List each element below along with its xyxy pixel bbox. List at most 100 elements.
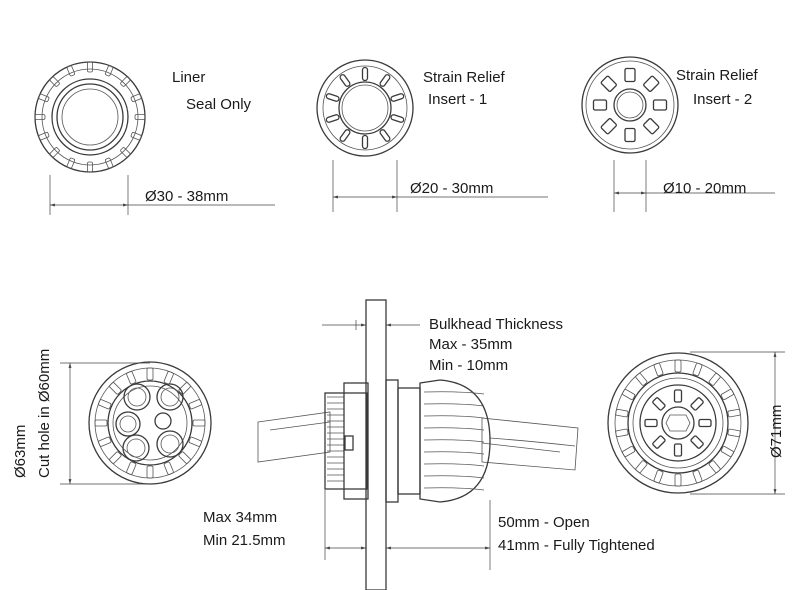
cap-rib bbox=[423, 451, 485, 455]
cap-rib bbox=[423, 463, 485, 467]
rear-inner-slots bbox=[644, 389, 712, 457]
front-view-slot bbox=[146, 465, 154, 479]
rear-outer-slot bbox=[708, 373, 721, 386]
front-view-slot bbox=[109, 451, 122, 464]
liner-slot bbox=[104, 157, 114, 169]
liner-drawing bbox=[34, 61, 146, 173]
strain-relief-2-slot bbox=[624, 127, 636, 143]
liner-slot bbox=[130, 93, 142, 103]
rear-inner-slot bbox=[673, 389, 683, 403]
rear-outer-slot bbox=[674, 473, 682, 487]
rear-outer-slot bbox=[727, 428, 741, 438]
front-view-slot bbox=[94, 419, 108, 427]
strain-relief-2-slot bbox=[643, 118, 660, 135]
nut-threads bbox=[327, 396, 344, 482]
rear-view-dimension bbox=[690, 351, 785, 495]
liner-slot bbox=[66, 65, 76, 77]
rear-inner-slot bbox=[690, 397, 704, 411]
front-view-dimension bbox=[60, 362, 150, 485]
liner-slot bbox=[66, 157, 76, 169]
bulkhead-title: Bulkhead Thickness bbox=[429, 316, 563, 333]
liner-slot bbox=[34, 114, 46, 120]
length-max-label: Max 34mm bbox=[203, 509, 277, 526]
liner-slot bbox=[130, 131, 142, 141]
outer-diameter-label: Ø63mm bbox=[12, 425, 29, 478]
cap-ribs bbox=[423, 391, 485, 491]
liner-slot bbox=[104, 65, 114, 77]
liner-label: Liner bbox=[172, 69, 205, 86]
bulkhead-dimension bbox=[322, 320, 420, 330]
rear-outer-slot bbox=[692, 362, 703, 377]
rear-outer-slot bbox=[720, 446, 734, 457]
strain-relief-2-slot bbox=[600, 75, 617, 92]
tightened-length-label: 41mm - Fully Tightened bbox=[498, 537, 655, 554]
front-view-slot bbox=[192, 419, 206, 427]
strain-relief-2-slot bbox=[592, 99, 608, 111]
rear-outer-slot bbox=[635, 373, 648, 386]
strain-relief-1-subtitle: Insert - 1 bbox=[428, 91, 487, 108]
open-length-label: 50mm - Open bbox=[498, 514, 590, 531]
liner-slot bbox=[49, 147, 60, 158]
rear-inner-slot bbox=[698, 418, 712, 428]
strain-relief-2-dimension bbox=[613, 160, 775, 212]
strain-relief-1-diameter-label: Ø20 - 30mm bbox=[410, 180, 493, 197]
strain-relief-1-slot bbox=[339, 129, 351, 142]
cap-rib bbox=[423, 475, 485, 479]
strain-relief-1-slot bbox=[361, 134, 369, 150]
liner-slot bbox=[87, 161, 93, 173]
length-min-label: Min 21.5mm bbox=[203, 532, 286, 549]
rear-inner-slot bbox=[644, 418, 658, 428]
cap-rib bbox=[423, 403, 485, 407]
strain-relief-2-slot bbox=[652, 99, 668, 111]
front-view-slot bbox=[98, 436, 112, 447]
strain-relief-1-dimension bbox=[332, 160, 548, 212]
liner-slot bbox=[134, 114, 146, 120]
cut-hole-label: Cut hole in Ø60mm bbox=[36, 349, 53, 478]
rear-view-drawing bbox=[607, 352, 749, 494]
side-view-drawing bbox=[257, 299, 579, 590]
front-view-slot bbox=[188, 436, 202, 447]
front-view-slot bbox=[98, 399, 112, 410]
cap-rib bbox=[423, 439, 485, 443]
bulkhead-min: Min - 10mm bbox=[429, 357, 508, 374]
strain-relief-1-drawing bbox=[316, 59, 414, 157]
front-view-slot bbox=[126, 371, 137, 385]
strain-relief-2-subtitle: Insert - 2 bbox=[693, 91, 752, 108]
liner-slot bbox=[120, 76, 131, 87]
front-view-slots bbox=[94, 367, 206, 479]
strain-relief-1-slot bbox=[361, 66, 369, 82]
front-view-slot bbox=[178, 382, 191, 395]
rear-outer-slot bbox=[692, 469, 703, 484]
liner-slot bbox=[120, 147, 131, 158]
liner-slot bbox=[38, 131, 50, 141]
rear-inner-slot bbox=[673, 443, 683, 457]
strain-relief-2-slot bbox=[600, 118, 617, 135]
rear-outer-slot bbox=[653, 469, 664, 484]
cap-rib bbox=[423, 415, 485, 419]
liner-slot bbox=[49, 76, 60, 87]
strain-relief-1-slot bbox=[325, 93, 340, 102]
rear-outer-slot bbox=[674, 359, 682, 373]
liner-slot bbox=[38, 93, 50, 103]
strain-relief-2-slot bbox=[624, 67, 636, 83]
rear-inner-slot bbox=[652, 397, 666, 411]
cap-rib bbox=[423, 391, 485, 395]
front-view-slot bbox=[146, 367, 154, 381]
liner-diameter-label: Ø30 - 38mm bbox=[145, 188, 228, 205]
rear-outer-slot bbox=[615, 408, 629, 418]
front-view-slot bbox=[188, 399, 202, 410]
strain-relief-2-slots bbox=[592, 67, 668, 143]
rear-diameter-label: Ø71mm bbox=[768, 405, 785, 458]
rear-inner-slot bbox=[690, 435, 704, 449]
strain-relief-1-slot bbox=[379, 129, 391, 142]
liner-dimension bbox=[49, 175, 275, 215]
liner-slots bbox=[34, 61, 146, 173]
strain-relief-1-slot bbox=[379, 74, 391, 87]
cap-rib bbox=[423, 487, 485, 491]
front-view-slot bbox=[163, 461, 174, 475]
strain-relief-1-slot bbox=[390, 93, 405, 102]
strain-relief-1-slot bbox=[325, 114, 340, 123]
length-dimension bbox=[324, 490, 491, 570]
